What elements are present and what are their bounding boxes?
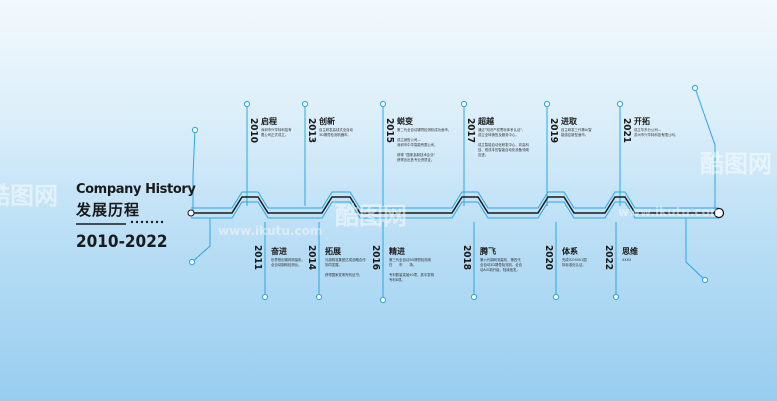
milestone-description: 第二代全自动锡膏检测机成功面市。 成立销售公司— 深圳市中华智能有限公司。 获得… — [397, 128, 452, 162]
milestone-year: 2018 — [461, 245, 472, 271]
milestone-year: 2013 — [306, 118, 317, 144]
milestone-label: 创新 — [319, 117, 335, 126]
milestone-label: 拓展 — [325, 247, 341, 256]
watermark-text: 酷图网 — [700, 150, 772, 178]
terminal-dots — [188, 84, 709, 304]
decorative-terminal-dot — [691, 84, 699, 92]
end-node — [713, 207, 725, 219]
milestone-label: 奋进 — [271, 247, 287, 256]
milestone-terminal-dot — [460, 100, 468, 108]
milestone-label: 蜕变 — [397, 117, 413, 126]
milestone-year: 2019 — [548, 118, 559, 144]
milestone-year: 2020 — [543, 245, 554, 271]
milestone-terminal-dot — [470, 293, 478, 301]
milestone-label: 进取 — [561, 117, 577, 126]
milestone-year: 2022 — [603, 245, 614, 271]
bottom-branch-lines — [264, 222, 617, 300]
milestone-terminal-dot — [612, 293, 620, 301]
milestone-terminal-dot — [261, 293, 269, 301]
decorative-branch-line — [685, 218, 706, 281]
watermark-text: 酷图网 — [0, 182, 58, 210]
top-branch-lines — [191, 87, 716, 281]
watermark-text: 酷图网 — [335, 202, 407, 230]
milestone-terminal-dot — [543, 100, 551, 108]
milestone-label: 体系 — [562, 247, 578, 256]
decorative-branch-line — [192, 129, 196, 213]
year-range: 2010-2022 — [76, 232, 168, 252]
milestone-terminal-dot — [301, 100, 309, 108]
milestone-description: 深圳市兴华特科技有 限公司正式成立。 — [261, 128, 292, 137]
milestone-label: 超越 — [478, 117, 494, 126]
milestone-year: 2010 — [248, 118, 259, 144]
milestone-terminal-dot — [379, 100, 387, 108]
milestone-label: 腾飞 — [480, 247, 496, 256]
title-chinese: 发展历程 — [76, 201, 141, 219]
milestone-description: 自主研发三代第A/智 能感应新型面市。 — [561, 128, 592, 137]
upper-route-line — [191, 191, 719, 209]
decorative-branch-line — [694, 87, 716, 213]
milestone-label: 精进 — [389, 247, 405, 256]
milestone-label: 思维 — [622, 247, 638, 256]
watermark-url: www.ikutu.com — [218, 224, 323, 238]
milestone-year: 2014 — [306, 245, 317, 271]
decorative-branch-line — [191, 218, 211, 263]
milestone-year: 2021 — [621, 118, 632, 144]
milestone-year: 2015 — [384, 118, 395, 144]
milestone-year: 2011 — [252, 245, 263, 271]
milestone-terminal-dot — [616, 100, 624, 108]
milestone-terminal-dot — [315, 293, 323, 301]
decorative-terminal-dot — [191, 126, 199, 134]
milestone-terminal-dot — [243, 100, 251, 108]
milestone-year: 2017 — [465, 118, 476, 144]
decorative-terminal-dot — [188, 258, 196, 266]
milestone-description: XXXX — [622, 258, 632, 262]
milestone-description: 世界首创钢网测量机， 全自动钢网检测仪。 — [271, 258, 305, 267]
milestone-description: 与超精准集团达成战略合作 协同发展。 获得国家发明专利证书。 — [325, 258, 366, 277]
start-node — [187, 209, 195, 217]
milestone-terminal-dot — [379, 296, 387, 304]
milestone-description: 自主研发高线式全自动 3D锡膏检测机器市。 — [319, 128, 353, 137]
milestone-year: 2016 — [370, 245, 381, 271]
milestone-description: 第三代全自动3D锡膏检测用 在 市 场。 专利数量突破40项，其中发明 专利8项… — [389, 258, 435, 282]
milestone-label: 开拓 — [634, 117, 650, 126]
decorative-terminal-dot — [701, 276, 709, 284]
milestone-description: 完成ISO9001国 际标准化认证。 — [562, 258, 587, 267]
milestone-description: 第六代钢网测量机，第四代 全自动3D锡膏检测机，全自 动AOI新升级，陆续批发。 — [480, 258, 523, 272]
decorative-dots — [130, 220, 164, 224]
milestone-description: 成立华东分公司— 苏州市兴华特科技有限公司。 — [634, 128, 679, 137]
milestone-label: 启程 — [261, 117, 277, 126]
milestone-terminal-dot — [552, 293, 560, 301]
main-timeline-line — [191, 196, 719, 214]
milestone-description: 通过"知识产权贯标体系认证"， 成立全球销售及服务中心。 成立智能自动化研发中心… — [478, 128, 529, 157]
watermark-url: www.ikutu.com — [618, 205, 723, 219]
lower-route-line — [191, 201, 719, 219]
title-english: Company History — [76, 182, 196, 197]
